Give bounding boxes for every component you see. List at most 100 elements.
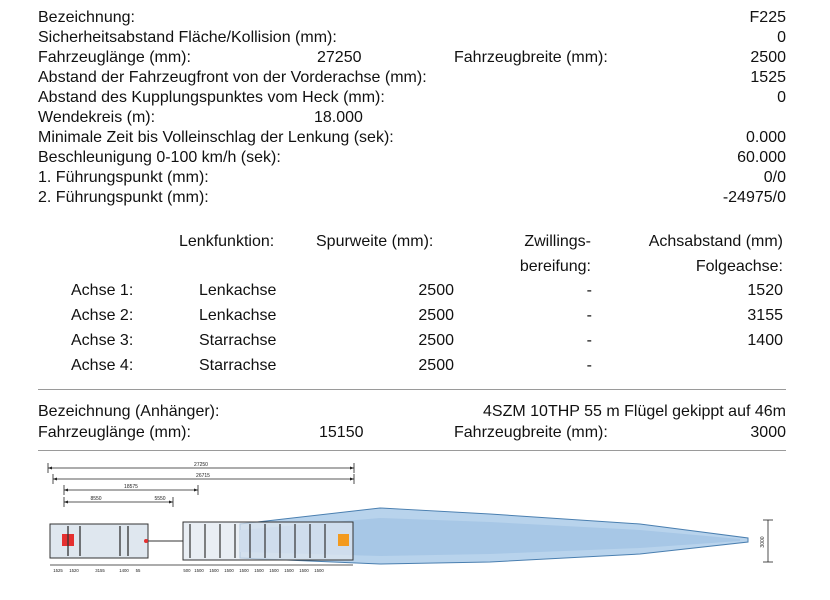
bottom-dim: 1520 [69,568,79,573]
dim-4a-label: 8550 [90,496,101,502]
steer-time-row: Minimale Zeit bis Volleinschlag der Lenk… [38,128,786,147]
axle-twin: - [586,307,592,324]
bottom-dim: 1400 [119,568,129,573]
front-axle-value: 1525 [750,69,786,86]
dim-4b-label: 5550 [154,496,165,502]
trailer-length-row: Fahrzeuglänge (mm): 15150 Fahrzeugbreite… [38,423,786,442]
guide-point-1-label: 1. Führungspunkt (mm): [38,169,209,186]
axle-spacing: 3155 [747,307,783,324]
divider [38,450,786,451]
trailer-axles [189,524,326,558]
boom-inner [240,518,740,556]
steer-time-value: 0.000 [745,129,786,146]
bottom-dim: 1500 [269,568,279,573]
front-axle-row: Abstand der Fahrzeugfront von der Vorder… [38,68,786,87]
axle-track: 2500 [418,332,454,349]
table-row: Achse 1: Lenkachse 2500 - 1520 [38,278,786,303]
acceleration-label: Beschleunigung 0-100 km/h (sek): [38,149,281,166]
steer-time-label: Minimale Zeit bis Volleinschlag der Lenk… [38,129,394,146]
header-twin-1: Zwillings- [524,233,591,250]
orange-marker [338,534,349,546]
trailer-length-label: Fahrzeuglänge (mm): [38,424,191,441]
axle-name: Achse 1: [71,282,134,299]
table-row: Achse 3: Starrachse 2500 - 1400 [38,328,786,353]
guide-point-1-row: 1. Führungspunkt (mm): 0/0 [38,168,786,187]
axle-spacing: 1400 [747,332,783,349]
header-spacing-1: Achsabstand (mm) [648,233,783,250]
designation-value: F225 [749,9,786,26]
safety-distance-label: Sicherheitsabstand Fläche/Kollision (mm)… [38,29,337,46]
turning-circle-value: 18.000 [314,109,363,126]
axle-steering: Lenkachse [199,282,277,299]
safety-distance-row: Sicherheitsabstand Fläche/Kollision (mm)… [38,28,786,47]
axle-name: Achse 2: [71,307,134,324]
bottom-dim: 1500 [254,568,264,573]
dimension-arrows [48,466,354,504]
turning-circle-row: Wendekreis (m): 18.000 [38,108,786,127]
dim-2-label: 26715 [196,473,210,479]
axle-twin: - [586,332,592,349]
header-steering: Lenkfunktion: [179,233,275,250]
bottom-dim: 1525 [53,568,63,573]
axle-steering: Lenkachse [199,307,277,324]
tractor-axles [67,526,129,556]
trailer-designation-label: Bezeichnung (Anhänger): [38,403,220,420]
bottom-dims: 1525 1520 3155 1400 55 500 1500 1500 150… [53,568,324,573]
axle-twin: - [586,357,592,374]
dim-total-label: 27250 [194,462,208,468]
bottom-dim: 1500 [209,568,219,573]
axle-spacing: 1520 [747,282,783,299]
front-axle-label: Abstand der Fahrzeugfront von der Vorder… [38,69,427,86]
coupling-value: 0 [777,89,786,106]
bottom-dim: 500 [183,568,191,573]
bottom-dim: 1500 [299,568,309,573]
vehicle-drawing: 27250 26715 18575 8550 5550 1525 1520 31… [47,462,773,573]
trailer-body [182,521,354,561]
coupling-point [144,539,148,543]
bottom-dim: 55 [136,568,141,573]
vehicle-length-value: 27250 [317,49,362,66]
header-spacing-2: Folgeachse: [695,258,783,275]
axle-track: 2500 [418,357,454,374]
axle-name: Achse 4: [71,357,134,374]
trailer-designation-row: Bezeichnung (Anhänger): 4SZM 10THP 55 m … [38,402,786,421]
trailer-width-label: Fahrzeugbreite (mm): [454,424,608,441]
axle-twin: - [586,282,592,299]
designation-label: Bezeichnung: [38,9,135,26]
acceleration-value: 60.000 [737,149,786,166]
height-dim-label: 3000 [760,536,766,547]
axle-name: Achse 3: [71,332,134,349]
vehicle-width-label: Fahrzeugbreite (mm): [454,49,608,66]
coupling-label: Abstand des Kupplungspunktes vom Heck (m… [38,89,385,106]
trailer-designation-value: 4SZM 10THP 55 m Flügel gekippt auf 46m [483,403,786,420]
coupling-row: Abstand des Kupplungspunktes vom Heck (m… [38,88,786,107]
header-twin-2: bereifung: [519,258,591,275]
vehicle-length-row: Fahrzeuglänge (mm): 27250 Fahrzeugbreite… [38,48,786,67]
trailer-length-value: 15150 [319,424,364,441]
bottom-dim: 3155 [95,568,105,573]
axle-steering: Starrachse [199,357,277,374]
axle-track: 2500 [418,307,454,324]
safety-distance-value: 0 [777,29,786,46]
vehicle-width-value: 2500 [750,49,786,66]
designation-row: Bezeichnung: F225 [38,8,786,27]
bottom-dim: 1500 [239,568,249,573]
guide-point-1-value: 0/0 [763,169,786,186]
acceleration-row: Beschleunigung 0-100 km/h (sek): 60.000 [38,148,786,167]
trailer-width-value: 3000 [750,424,786,441]
vehicle-length-label: Fahrzeuglänge (mm): [38,49,191,66]
table-row: Achse 2: Lenkachse 2500 - 3155 [38,303,786,328]
axle-track: 2500 [418,282,454,299]
bottom-dim: 1500 [194,568,204,573]
bottom-dim: 1500 [314,568,324,573]
dim-3-label: 18575 [124,484,138,490]
table-row: Achse 4: Starrachse 2500 - [38,353,786,378]
height-dimension [763,519,773,563]
guide-point-2-value: -24975/0 [722,189,786,206]
header-track: Spurweite (mm): [316,233,434,250]
guide-point-2-row: 2. Führungspunkt (mm): -24975/0 [38,188,786,207]
bottom-dim: 1500 [284,568,294,573]
bottom-dim: 1500 [224,568,234,573]
axle-steering: Starrachse [199,332,277,349]
divider [38,389,786,390]
